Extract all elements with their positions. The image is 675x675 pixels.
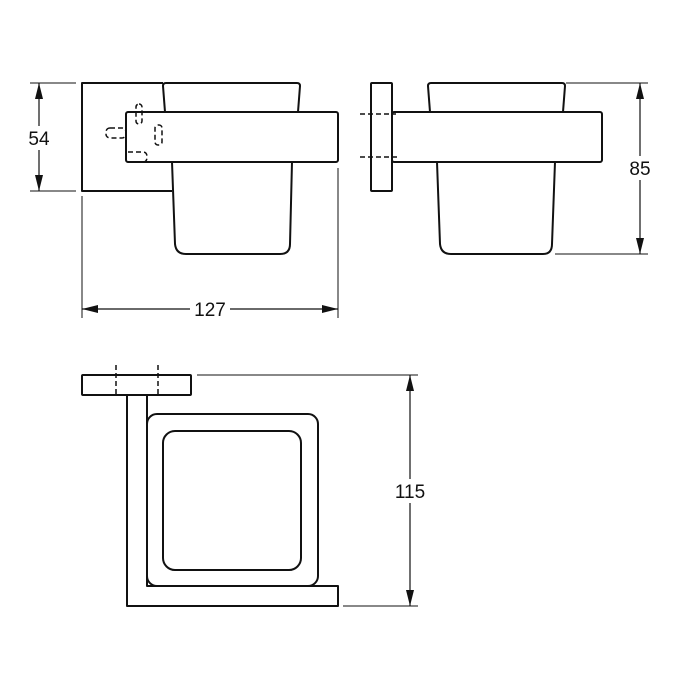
- top-wall-plate: [81, 374, 192, 396]
- front-cup-top: [162, 82, 301, 113]
- front-hidden-screw-4: [128, 151, 148, 163]
- dim-127-label: 127: [194, 300, 226, 321]
- dim-115-arrow-bottom: [406, 590, 414, 606]
- front-arm-bar: [125, 111, 339, 163]
- side-view: 85: [360, 82, 656, 255]
- dim-85-arrow-top: [636, 83, 644, 99]
- dim-115-arrow-top: [406, 375, 414, 391]
- front-hidden-screw-2: [105, 127, 127, 139]
- dim-127-arrow-left: [82, 305, 98, 313]
- top-view: 115: [81, 365, 430, 607]
- front-view: 54 127: [24, 82, 339, 321]
- front-backplate: [81, 82, 172, 192]
- dim-54-label: 54: [28, 129, 50, 150]
- side-wall-plate: [370, 82, 393, 192]
- front-hidden-screw-1: [135, 103, 143, 125]
- top-cup-inner: [162, 430, 302, 571]
- front-cup-body: [171, 161, 293, 255]
- side-cup-body: [436, 161, 556, 255]
- side-cup-top: [427, 82, 566, 113]
- dim-54-arrow-bottom: [35, 175, 43, 191]
- top-cup-outer: [146, 413, 319, 587]
- dim-85-label: 85: [629, 159, 650, 180]
- top-l-arm: [126, 395, 339, 607]
- dim-115-label: 115: [395, 482, 425, 503]
- dim-85-arrow-bottom: [636, 238, 644, 254]
- dim-54-arrow-top: [35, 83, 43, 99]
- dim-127-arrow-right: [322, 305, 338, 313]
- side-arm-bar: [391, 111, 603, 163]
- front-hidden-screw-3: [154, 124, 163, 146]
